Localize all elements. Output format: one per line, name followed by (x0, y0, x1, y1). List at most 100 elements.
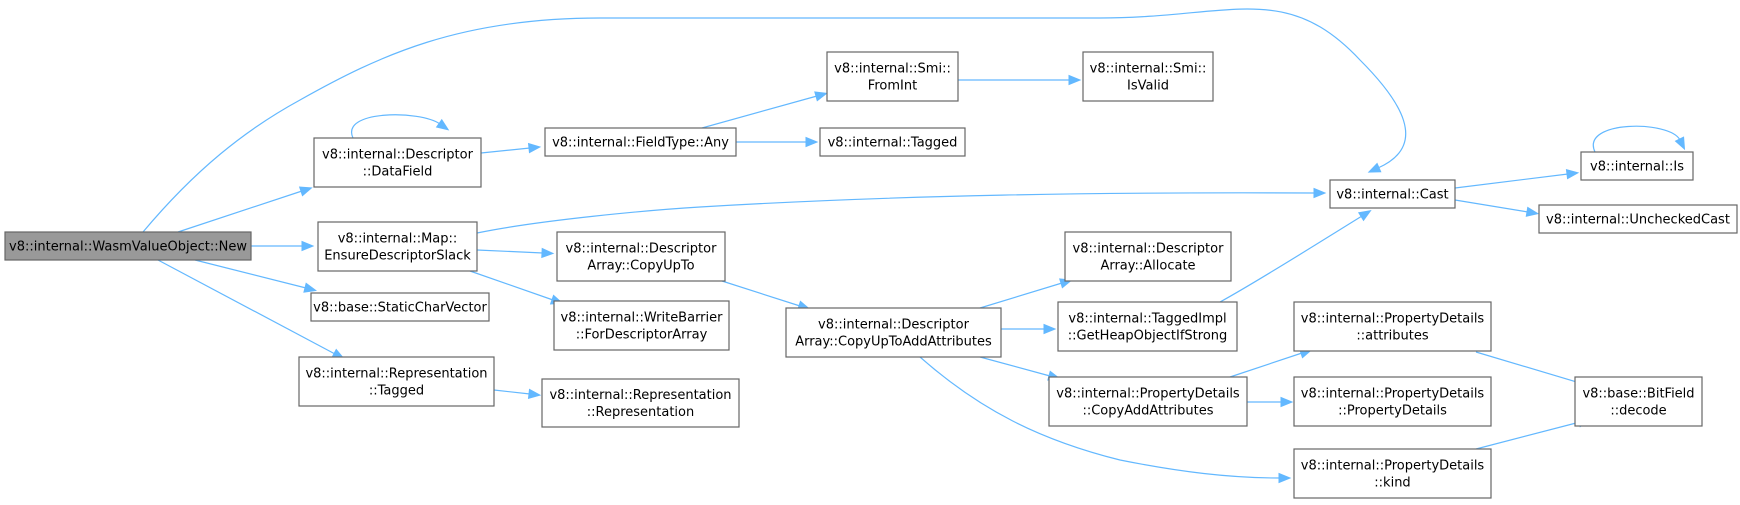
graph-node-n6[interactable]: v8::internal::Smi::FromInt (826, 51, 959, 102)
edge-n16-n9 (1219, 210, 1372, 303)
node-box (4, 231, 252, 261)
node-label: v8::internal::Representation (305, 367, 487, 382)
node-label: ::Representation (587, 405, 695, 420)
graph-node-n5[interactable]: v8::internal::FieldType::Any (544, 127, 737, 157)
edge-arrowhead (527, 388, 542, 400)
edge-line (177, 190, 303, 233)
node-label: Array::CopyUpToAddAttributes (795, 335, 992, 350)
edge-line (157, 259, 336, 355)
node-label: ::DataField (363, 165, 433, 180)
node-label: v8::base::BitField (1582, 387, 1694, 402)
edge-n0-n3 (194, 259, 317, 293)
edge-n4-n22 (493, 388, 542, 400)
edge-n14-n17 (979, 356, 1061, 381)
node-label: v8::internal::Cast (1336, 188, 1448, 203)
edge-n2-n9 (476, 187, 1327, 234)
edge-line (480, 147, 531, 154)
edge-arrowhead (298, 186, 313, 197)
edge-arrowhead (303, 282, 317, 293)
node-box (541, 378, 740, 428)
edge-n5-n8 (736, 136, 819, 148)
graph-node-n3[interactable]: v8::base::StaticCharVector (310, 292, 490, 322)
edge-n5-n6 (701, 91, 828, 129)
edge-arrowhead (435, 118, 450, 131)
edge-line (1219, 215, 1363, 303)
node-label: v8::internal::Smi:: (834, 62, 951, 77)
graph-nodes: v8::internal::WasmValueObject::Newv8::in… (4, 51, 1738, 499)
graph-node-n21[interactable]: v8::base::BitField::decode (1574, 376, 1703, 427)
edge-n0-n9 (142, 8, 1407, 233)
node-label: v8::internal::Representation (549, 388, 731, 403)
edge-n0-n2 (251, 240, 315, 252)
graph-node-n10[interactable]: v8::internal::Is (1580, 151, 1694, 181)
node-box (1048, 376, 1248, 427)
edge-line (1454, 173, 1569, 189)
graph-node-n18[interactable]: v8::internal::PropertyDetails::attribute… (1293, 301, 1492, 352)
node-box (313, 137, 482, 188)
graph-node-n13[interactable]: v8::internal::WriteBarrier::ForDescripto… (553, 300, 730, 351)
node-box (1064, 231, 1232, 282)
graph-node-n0[interactable]: v8::internal::WasmValueObject::New (4, 231, 252, 261)
node-box (819, 127, 966, 157)
node-box (1293, 376, 1492, 427)
node-box (1082, 51, 1214, 102)
edge-line (476, 249, 544, 254)
node-box (544, 127, 737, 157)
edge-n20-n21 (1475, 417, 1591, 450)
node-label: IsValid (1127, 79, 1169, 94)
edge-n17-n19 (1247, 396, 1294, 408)
node-label: v8::internal::WriteBarrier (561, 311, 724, 326)
edge-line (194, 259, 307, 289)
edge-arrowhead (1674, 136, 1686, 151)
edge-n14-n20 (919, 356, 1292, 484)
edge-arrowhead (1043, 323, 1057, 335)
edge-line (919, 356, 1281, 479)
node-label: v8::internal::PropertyDetails (1301, 387, 1485, 402)
graph-node-n7[interactable]: v8::internal::Smi::IsValid (1082, 51, 1214, 102)
graph-node-n14[interactable]: v8::internal::DescriptorArray::CopyUpToA… (785, 307, 1002, 358)
edge-n12-n14 (721, 280, 811, 311)
edge-n9-n11 (1454, 199, 1540, 217)
edge-n6-n7 (958, 74, 1082, 86)
graph-node-n17[interactable]: v8::internal::PropertyDetails::CopyAddAt… (1048, 376, 1248, 427)
node-label: v8::internal::UncheckedCast (1546, 213, 1730, 228)
graph-node-n20[interactable]: v8::internal::PropertyDetails::kind (1293, 448, 1492, 499)
edge-line (701, 95, 818, 129)
edge-line (1475, 351, 1581, 384)
edge-arrowhead (805, 136, 819, 148)
node-box (1329, 179, 1456, 209)
edge-arrowhead (1278, 472, 1292, 484)
graph-node-n12[interactable]: v8::internal::DescriptorArray::CopyUpTo (556, 231, 726, 282)
node-label: ::ForDescriptorArray (576, 328, 708, 343)
node-label: v8::internal::Descriptor (322, 148, 474, 163)
edge-n1-n5 (480, 142, 542, 154)
edge-arrowhead (527, 142, 542, 154)
edge-line (469, 270, 554, 301)
graph-node-n2[interactable]: v8::internal::Map::EnsureDescriptorSlack (317, 221, 478, 272)
node-label: ::decode (1610, 404, 1666, 419)
edge-n9-n10 (1454, 168, 1580, 189)
graph-node-n11[interactable]: v8::internal::UncheckedCast (1538, 204, 1738, 234)
edge-line (493, 389, 531, 395)
graph-node-n1[interactable]: v8::internal::Descriptor::DataField (313, 137, 482, 188)
node-label: ::attributes (1356, 329, 1428, 344)
node-label: Array::Allocate (1100, 259, 1195, 274)
edge-arrowhead (814, 91, 828, 102)
graph-node-n8[interactable]: v8::internal::Tagged (819, 127, 966, 157)
node-label: EnsureDescriptorSlack (324, 249, 471, 264)
node-label: v8::internal::FieldType::Any (552, 136, 729, 151)
graph-node-n22[interactable]: v8::internal::Representation::Representa… (541, 378, 740, 428)
graph-node-n16[interactable]: v8::internal::TaggedImpl::GetHeapObjectI… (1057, 301, 1238, 352)
edge-arrowhead (1525, 206, 1540, 217)
graph-node-n19[interactable]: v8::internal::PropertyDetails::PropertyD… (1293, 376, 1492, 427)
edge-line (1229, 352, 1303, 378)
graph-node-n9[interactable]: v8::internal::Cast (1329, 179, 1456, 209)
graph-node-n15[interactable]: v8::internal::DescriptorArray::Allocate (1064, 231, 1232, 282)
graph-node-n4[interactable]: v8::internal::Representation::Tagged (298, 356, 495, 407)
node-label: v8::internal::PropertyDetails (1301, 312, 1485, 327)
node-box (826, 51, 959, 102)
edge-arrowhead (1565, 168, 1580, 180)
node-label: v8::internal::Map:: (338, 232, 458, 247)
node-label: v8::internal::Is (1590, 160, 1684, 175)
